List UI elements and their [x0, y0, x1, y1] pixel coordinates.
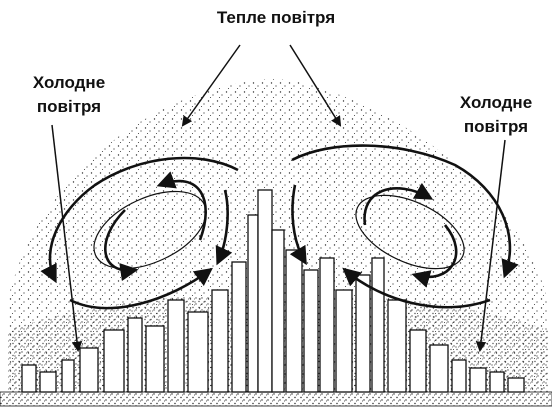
cold-air-right-line-2: повітря [440, 115, 552, 139]
ground-strip [0, 392, 552, 406]
cold-air-right-line-1: Холодне [440, 91, 552, 115]
cold-air-left-label: Холодне повітря [4, 71, 134, 119]
cold-air-right-label: Холодне повітря [440, 91, 552, 139]
cold-air-left-line-2: повітря [4, 95, 134, 119]
cold-air-left-line-1: Холодне [4, 71, 134, 95]
warm-air-label: Тепле повітря [150, 6, 402, 30]
